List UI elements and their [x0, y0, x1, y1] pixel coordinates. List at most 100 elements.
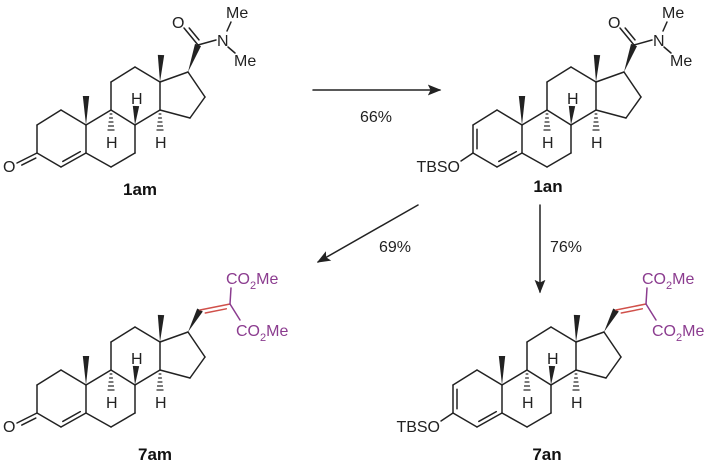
side-chain-wedge	[604, 308, 619, 332]
double-bond-c4-c5-inner	[62, 150, 82, 163]
bond	[501, 412, 528, 428]
bond	[85, 109, 112, 126]
bond	[575, 331, 605, 343]
ester-me: Me	[682, 323, 704, 340]
bond-c-ester	[229, 303, 241, 321]
hydrogen-atom: H	[131, 351, 143, 368]
bond	[134, 66, 161, 83]
bond	[526, 369, 552, 386]
bond	[110, 152, 136, 168]
methyl-label: Me	[662, 5, 684, 22]
bond	[85, 152, 112, 168]
arrow-1am-to-1an: 66%	[312, 84, 442, 126]
bond	[159, 369, 191, 379]
yield-label: 69%	[379, 239, 411, 256]
hydrogen-atom: H	[571, 395, 583, 412]
h-wedge	[568, 105, 576, 125]
hydrogen-atom: H	[106, 395, 118, 412]
nitrogen-atom: N	[217, 33, 229, 50]
amide-carbonyl-inner	[624, 27, 636, 41]
amide-carbonyl	[619, 27, 635, 46]
bond	[546, 152, 572, 168]
bond	[595, 109, 627, 119]
h-wedge	[132, 105, 140, 125]
ester-co: CO	[236, 323, 260, 340]
methyl-wedge	[82, 96, 90, 125]
bond	[189, 96, 206, 119]
arrow-1an-to-7am: 69%	[316, 204, 419, 263]
ester-group-upper: CO2Me	[642, 271, 694, 292]
ester-subscript: 2	[676, 332, 682, 344]
bond-o-si	[440, 412, 454, 422]
carbonyl-bond-inner	[21, 417, 37, 426]
hydrogen-atom: H	[591, 135, 603, 152]
h-wedge	[548, 365, 556, 385]
h-hash	[543, 113, 551, 131]
amide-carbonyl-inner	[188, 27, 200, 41]
hydrogen-atom: H	[155, 395, 167, 412]
bond	[110, 412, 136, 428]
compound-label: 1am	[123, 180, 157, 199]
bond	[36, 109, 62, 126]
methyl-label: Me	[226, 5, 248, 22]
methyl-wedge	[593, 54, 601, 82]
bond	[575, 369, 607, 379]
oxygen-atom: O	[172, 15, 184, 32]
h-hash	[156, 113, 164, 131]
bond	[546, 66, 572, 83]
ester-group-lower: CO2Me	[652, 323, 704, 344]
double-bond-c4-c5	[60, 152, 87, 168]
side-chain-wedge	[188, 43, 202, 72]
bond-n-me	[226, 21, 232, 32]
ester-me: Me	[672, 271, 694, 288]
methyl-wedge	[157, 314, 165, 342]
double-bond-c4-c5-inner	[478, 410, 498, 423]
double-bond-c4-c5-inner	[498, 150, 518, 163]
tbso-group: TBSO	[396, 419, 440, 436]
alkene-double-bond	[199, 303, 231, 311]
bond	[452, 412, 478, 428]
ester-group-upper: CO2Me	[226, 271, 278, 292]
ester-subscript: 2	[260, 332, 266, 344]
h-hash	[107, 113, 115, 131]
tbso-group: TBSO	[416, 159, 460, 176]
bond	[550, 369, 577, 386]
bond	[36, 369, 62, 386]
hydrogen-atom: H	[522, 395, 534, 412]
h-hash	[107, 373, 115, 391]
nitrogen-atom: N	[653, 33, 665, 50]
alkene-double-bond	[615, 303, 647, 311]
double-bond-c4-c5-inner	[62, 410, 82, 423]
bond	[85, 412, 112, 428]
h-hash	[156, 373, 164, 391]
bond	[134, 369, 161, 386]
bond	[189, 356, 206, 379]
hydrogen-atom: H	[567, 91, 579, 108]
h-hash	[523, 373, 531, 391]
bond	[134, 109, 161, 126]
bond	[496, 109, 523, 126]
yield-label: 76%	[550, 239, 582, 256]
bond	[595, 71, 625, 83]
bond	[501, 369, 528, 386]
h-wedge	[132, 365, 140, 385]
ester-me: Me	[266, 323, 288, 340]
bond	[546, 109, 572, 126]
compound-label: 7an	[532, 445, 561, 464]
methyl-wedge	[157, 54, 165, 82]
carbonyl-bond-inner	[21, 157, 37, 166]
bond-c-ester	[645, 287, 648, 305]
oxygen-atom: O	[3, 159, 15, 176]
hydrogen-atom: H	[106, 135, 118, 152]
bond	[603, 331, 622, 358]
bond-c-n	[197, 39, 217, 46]
bond	[85, 369, 112, 386]
bond	[623, 71, 642, 98]
bond-n-me	[663, 46, 672, 54]
bond	[472, 109, 498, 126]
bond	[452, 369, 478, 386]
oxygen-atom: O	[3, 419, 15, 436]
bond	[36, 152, 62, 168]
